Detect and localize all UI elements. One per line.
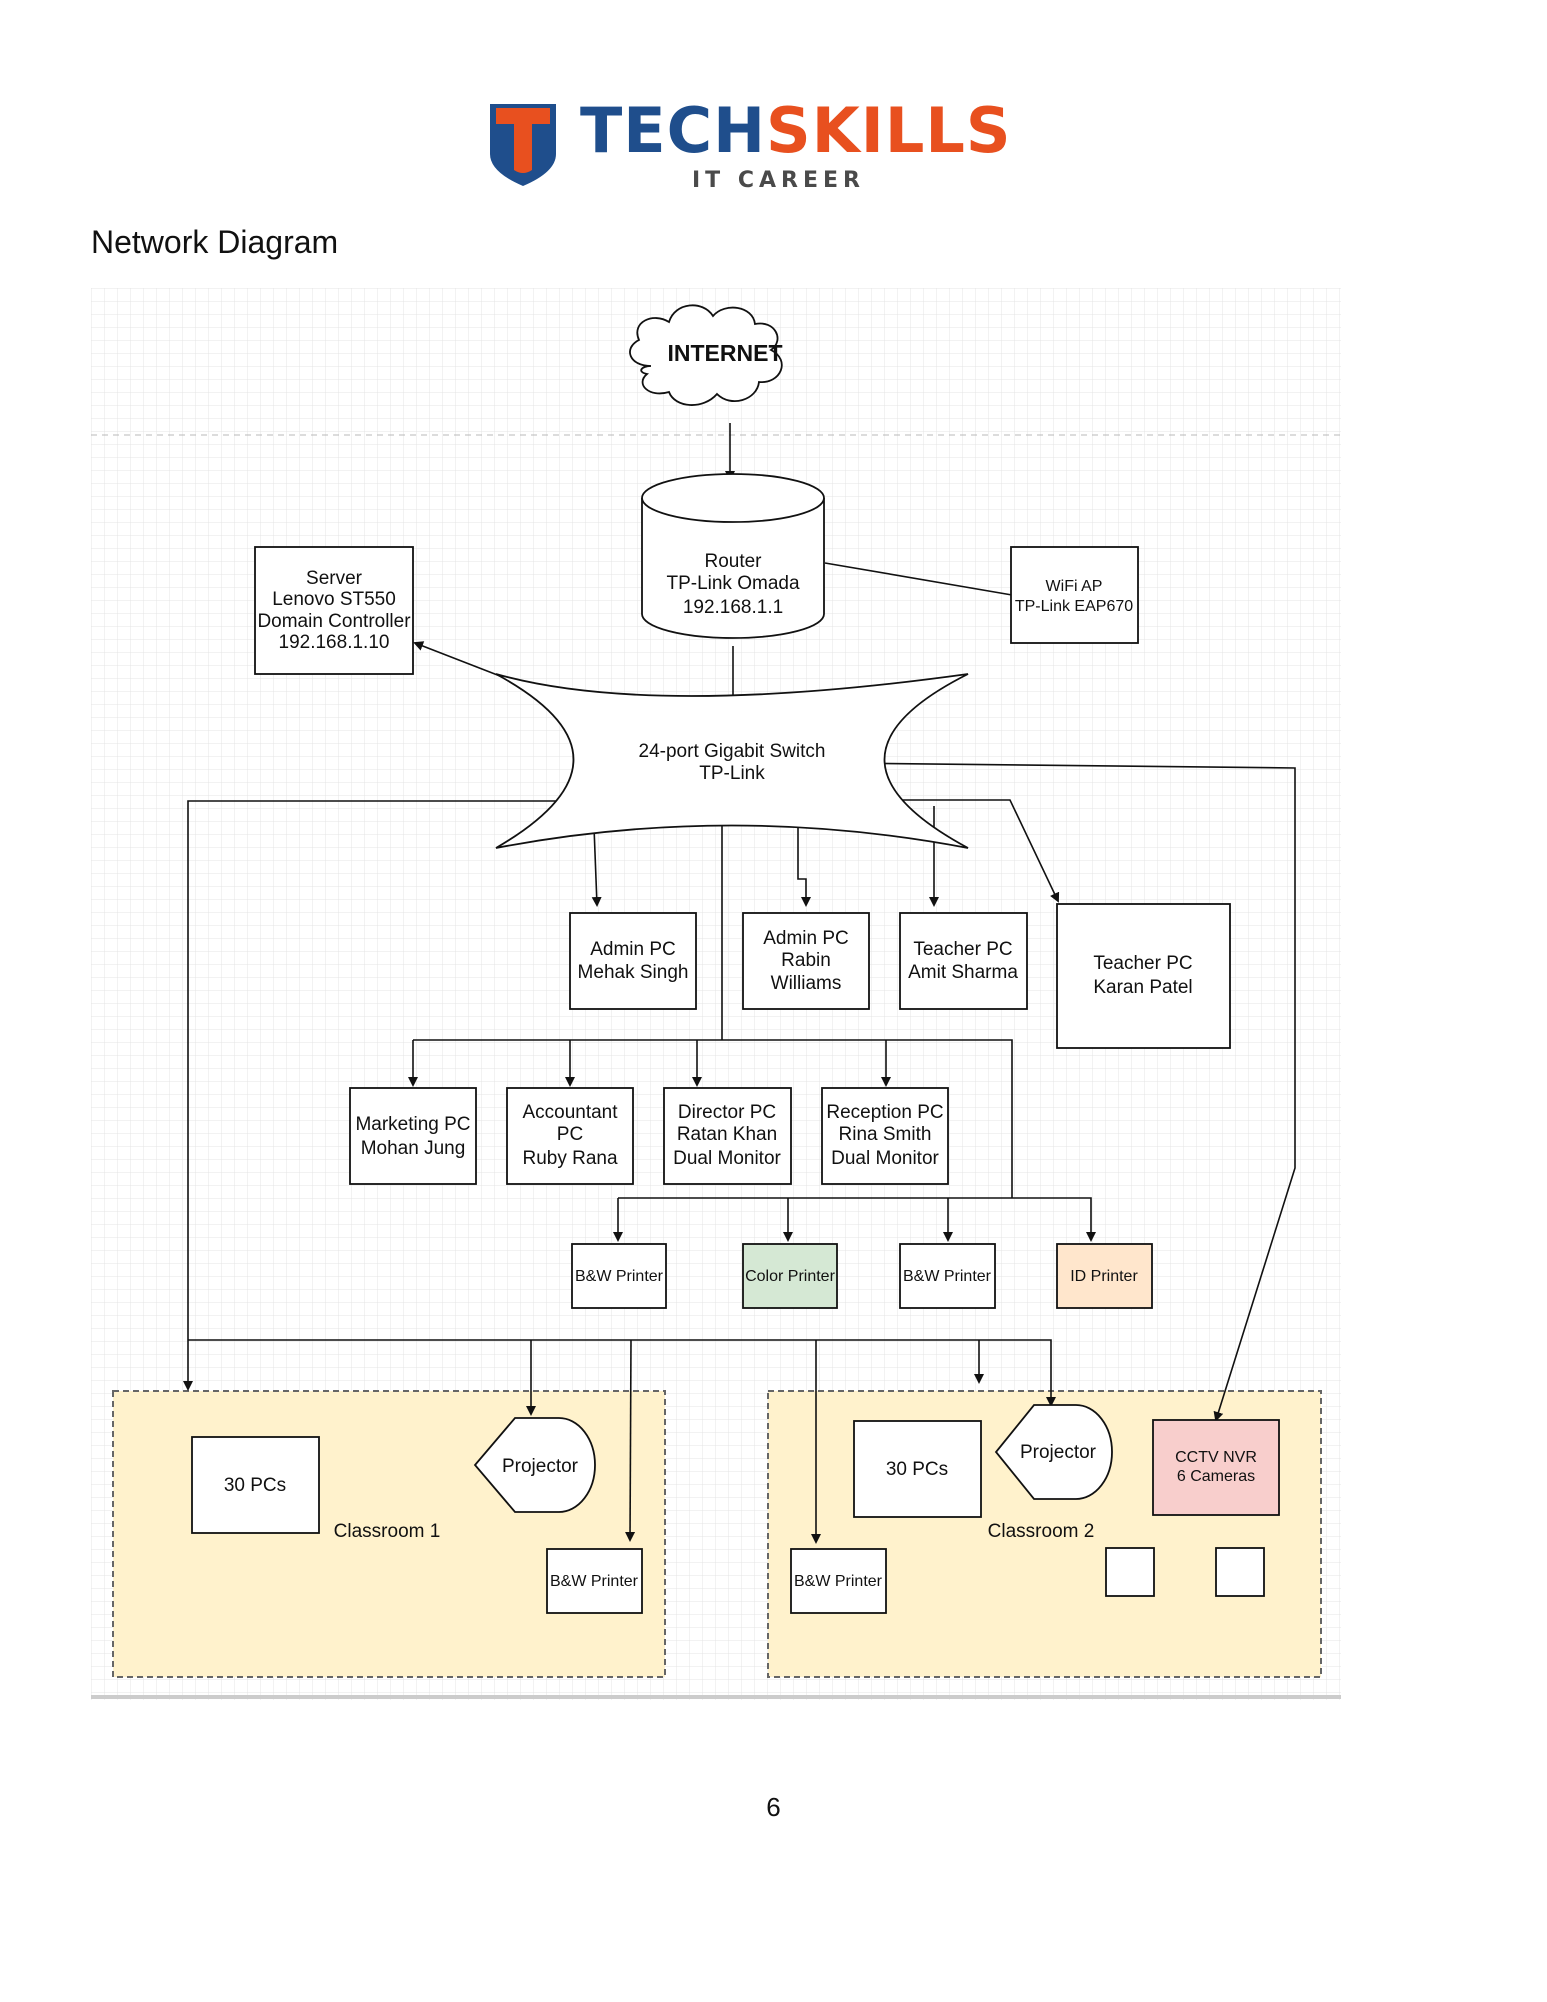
page-heading: Network Diagram: [91, 224, 339, 260]
router-label-1: Router: [704, 551, 762, 572]
logo-wordmark: TECHSKILLS: [580, 100, 1011, 162]
marketing-pc: Marketing PC Mohan Jung: [349, 1087, 477, 1185]
color-printer-label: Color Printer: [745, 1268, 835, 1285]
switch-admin2-link: [797, 815, 811, 907]
printer-bus: [618, 1197, 1096, 1242]
server-label-2: Lenovo ST550: [272, 589, 396, 610]
accountant-pc-label-1: Accountant: [522, 1102, 618, 1123]
logo-word-tech: TECH: [580, 94, 767, 167]
reception-pc-label-2: Rina Smith: [839, 1124, 932, 1145]
classroom-2-empty-box-2: [1215, 1547, 1265, 1597]
classroom-bus: [188, 1339, 1056, 1407]
director-pc-label-2: Ratan Khan: [677, 1124, 777, 1145]
server-label-3: Domain Controller: [257, 611, 411, 632]
director-pc-label-1: Director PC: [678, 1102, 776, 1123]
cctv-label-1: CCTV NVR: [1175, 1449, 1257, 1466]
router-label-2: TP-Link Omada: [666, 573, 799, 594]
switch-cctv-link: [841, 762, 1296, 1422]
classroom-2-pcs-label: 30 PCs: [886, 1459, 948, 1480]
admin-pc-2-label-2: Rabin: [781, 950, 831, 971]
classroom-1-pcs-label: 30 PCs: [224, 1475, 286, 1496]
admin-pc-1-label-1: Admin PC: [590, 939, 676, 960]
director-pc-label-3: Dual Monitor: [673, 1148, 781, 1169]
marketing-pc-label-2: Mohan Jung: [361, 1138, 466, 1159]
admin-pc-2: Admin PC Rabin Williams: [742, 912, 870, 1010]
classroom-1-pcs: 30 PCs: [191, 1436, 320, 1534]
switch-node: 24-port Gigabit Switch TP-Link: [495, 673, 969, 849]
switch-label-1: 24-port Gigabit Switch: [639, 741, 826, 762]
router-label-3: 192.168.1.1: [683, 597, 783, 618]
teacher-pc-2-label-2: Karan Patel: [1093, 977, 1192, 998]
classroom-2-pcs: 30 PCs: [853, 1420, 982, 1518]
accountant-pc: Accountant PC Ruby Rana: [506, 1087, 634, 1185]
logo-tagline: IT CAREER: [692, 168, 865, 193]
reception-pc: Reception PC Rina Smith Dual Monitor: [821, 1087, 949, 1185]
logo-word-skills: SKILLS: [766, 94, 1012, 167]
bw-printer-1: B&W Printer: [571, 1243, 667, 1309]
bw-printer-1-label: B&W Printer: [575, 1268, 664, 1285]
router-wifi-link: [824, 562, 1013, 596]
wifi-ap-node: WiFi AP TP-Link EAP670: [1010, 546, 1139, 644]
switch-teacher2-link: [877, 799, 1060, 903]
page-number: 6: [766, 1792, 781, 1822]
server-node: Server Lenovo ST550 Domain Controller 19…: [254, 546, 414, 675]
teacher-pc-1-label-1: Teacher PC: [913, 939, 1012, 960]
internet-cloud: INTERNET: [629, 304, 783, 406]
classroom-2-projector: Projector: [994, 1404, 1113, 1500]
classroom-1-printer: B&W Printer: [546, 1548, 643, 1614]
color-printer: Color Printer: [742, 1243, 838, 1309]
office-bus: [413, 1039, 1013, 1198]
classroom-2-printer: B&W Printer: [790, 1548, 887, 1614]
wifi-label-1: WiFi AP: [1046, 578, 1103, 595]
teacher-pc-2-label-1: Teacher PC: [1093, 953, 1192, 974]
admin-pc-1-label-2: Mehak Singh: [578, 962, 689, 983]
internet-label: INTERNET: [668, 340, 783, 366]
classroom-2-projector-label: Projector: [1020, 1442, 1097, 1463]
id-printer-label: ID Printer: [1070, 1268, 1138, 1285]
classroom-2-printer-label: B&W Printer: [794, 1573, 883, 1590]
switch-label-2: TP-Link: [699, 763, 765, 784]
server-label-4: 192.168.1.10: [279, 632, 390, 653]
network-diagram: INTERNET Router TP-Link Omada 192.168.1.…: [91, 288, 1341, 1700]
switch-server-link: [413, 641, 501, 677]
accountant-pc-label-3: Ruby Rana: [522, 1148, 617, 1169]
cctv-label-2: 6 Cameras: [1177, 1468, 1255, 1485]
admin-pc-2-label-3: Williams: [771, 973, 842, 994]
teacher-pc-1-label-2: Amit Sharma: [908, 962, 1018, 983]
teacher-pc-1: Teacher PC Amit Sharma: [899, 912, 1028, 1010]
bus-printer-c1-link: [625, 1339, 636, 1542]
classroom-1-projector: Projector: [473, 1417, 596, 1513]
switch-classroom1-link: [183, 800, 582, 1391]
admin-pc-1: Admin PC Mehak Singh: [569, 912, 697, 1010]
classroom-1-printer-label: B&W Printer: [550, 1573, 639, 1590]
id-printer: ID Printer: [1056, 1243, 1153, 1309]
reception-pc-label-3: Dual Monitor: [831, 1148, 939, 1169]
classroom-2-empty-box-1: [1105, 1547, 1155, 1597]
bw-printer-2: B&W Printer: [899, 1243, 996, 1309]
classroom-1-projector-label: Projector: [502, 1456, 579, 1477]
logo-badge-icon: [490, 104, 556, 186]
wifi-label-2: TP-Link EAP670: [1015, 598, 1133, 615]
cctv-nvr: CCTV NVR 6 Cameras: [1152, 1419, 1280, 1516]
router-node: Router TP-Link Omada 192.168.1.1: [641, 473, 825, 639]
admin-pc-2-label-1: Admin PC: [763, 928, 849, 949]
diagram-canvas: INTERNET Router TP-Link Omada 192.168.1.…: [91, 288, 1341, 1700]
director-pc: Director PC Ratan Khan Dual Monitor: [663, 1087, 792, 1185]
bw-printer-2-label: B&W Printer: [903, 1268, 992, 1285]
accountant-pc-label-2: PC: [557, 1124, 583, 1145]
connectors: [183, 423, 1296, 1544]
techskills-logo: TECHSKILLS IT CAREER: [480, 96, 1040, 196]
marketing-pc-label-1: Marketing PC: [355, 1114, 470, 1135]
classroom-1-label: Classroom 1: [334, 1521, 441, 1542]
reception-pc-label-1: Reception PC: [826, 1102, 943, 1123]
teacher-pc-2: Teacher PC Karan Patel: [1056, 903, 1231, 1049]
classroom-2-label: Classroom 2: [988, 1521, 1095, 1542]
server-label-1: Server: [306, 568, 363, 589]
